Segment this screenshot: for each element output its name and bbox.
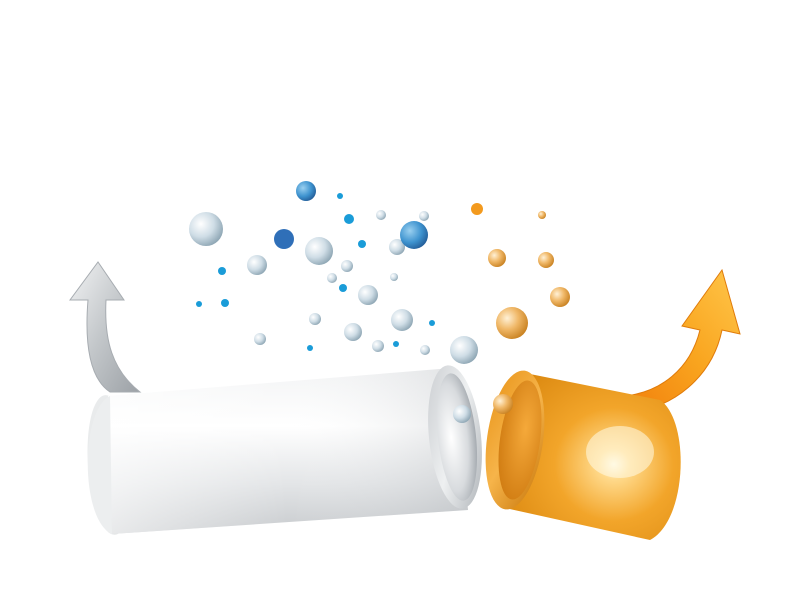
orange-up-arrow-icon — [624, 268, 741, 413]
particle-cloud-icon — [189, 181, 570, 364]
orange-cylinder-cap-icon — [485, 370, 681, 540]
white-cylinder-icon — [87, 365, 482, 535]
grey-up-arrow-icon — [69, 261, 142, 393]
